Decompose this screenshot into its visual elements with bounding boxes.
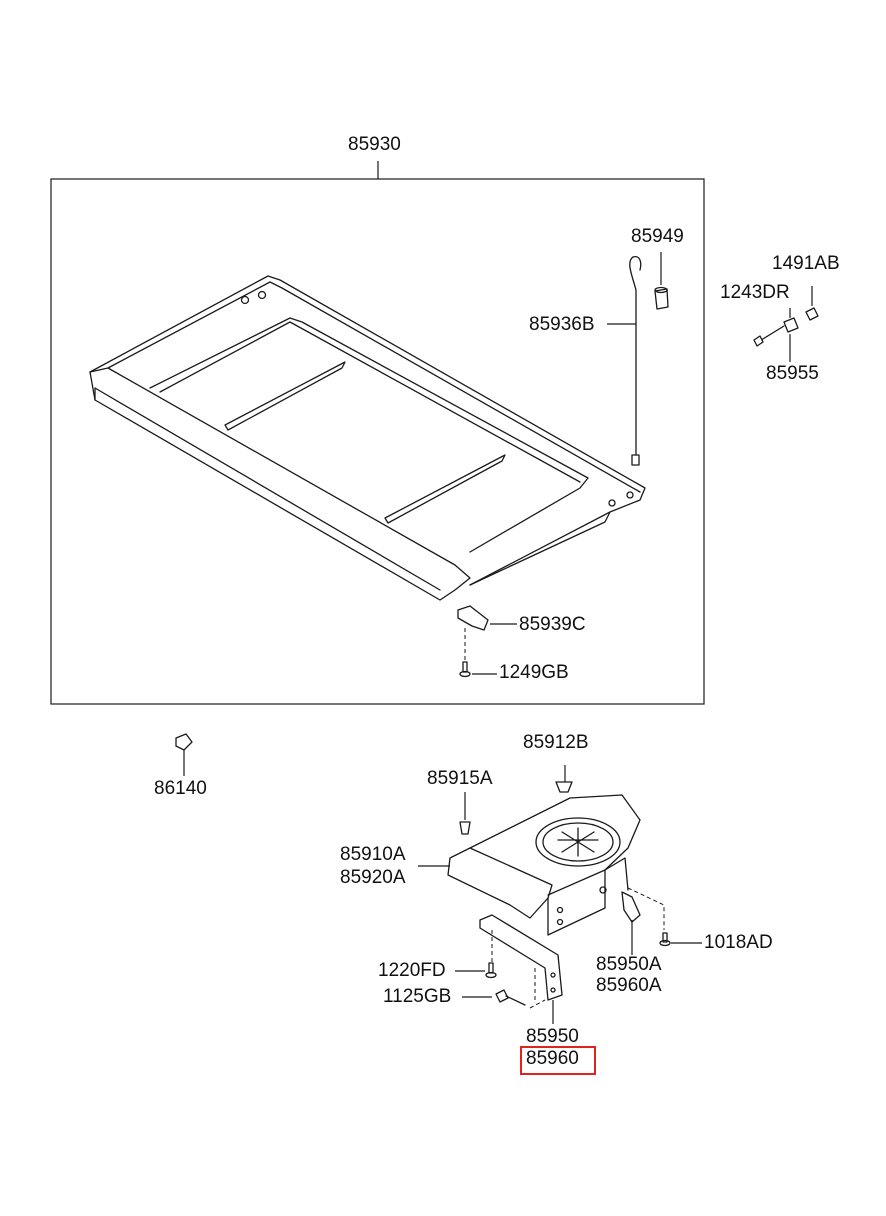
label-1220fd: 1220FD [378, 960, 446, 981]
label-85960-highlighted[interactable]: 85960 [526, 1048, 579, 1069]
label-1491ab: 1491AB [772, 253, 840, 274]
label-85960a: 85960A [596, 975, 662, 996]
bracket-85939c-drawing [457, 605, 517, 678]
lower-tray-drawing [418, 765, 702, 1024]
label-1243dr: 1243DR [720, 282, 790, 303]
label-85950: 85950 [526, 1026, 579, 1047]
fastener-set-drawing [753, 286, 819, 362]
label-85939c: 85939C [519, 614, 586, 635]
label-1018ad: 1018AD [704, 932, 773, 953]
label-85950a: 85950A [596, 954, 662, 975]
label-85920a: 85920A [340, 867, 406, 888]
label-85955: 85955 [766, 363, 819, 384]
label-85912b: 85912B [523, 732, 589, 753]
label-85910a: 85910A [340, 844, 406, 865]
clip-86140-drawing [175, 733, 193, 776]
label-85930: 85930 [348, 134, 401, 155]
highlight-box [520, 1046, 596, 1075]
label-85949: 85949 [631, 226, 684, 247]
strap-and-cap-drawing [607, 252, 669, 466]
label-85936b: 85936B [529, 314, 595, 335]
label-1125gb: 1125GB [383, 986, 452, 1007]
label-85915a: 85915A [427, 768, 493, 789]
label-1249gb: 1249GB [499, 662, 569, 683]
cover-board-drawing [89, 275, 646, 601]
group-box [50, 178, 705, 705]
label-86140: 86140 [154, 778, 207, 799]
